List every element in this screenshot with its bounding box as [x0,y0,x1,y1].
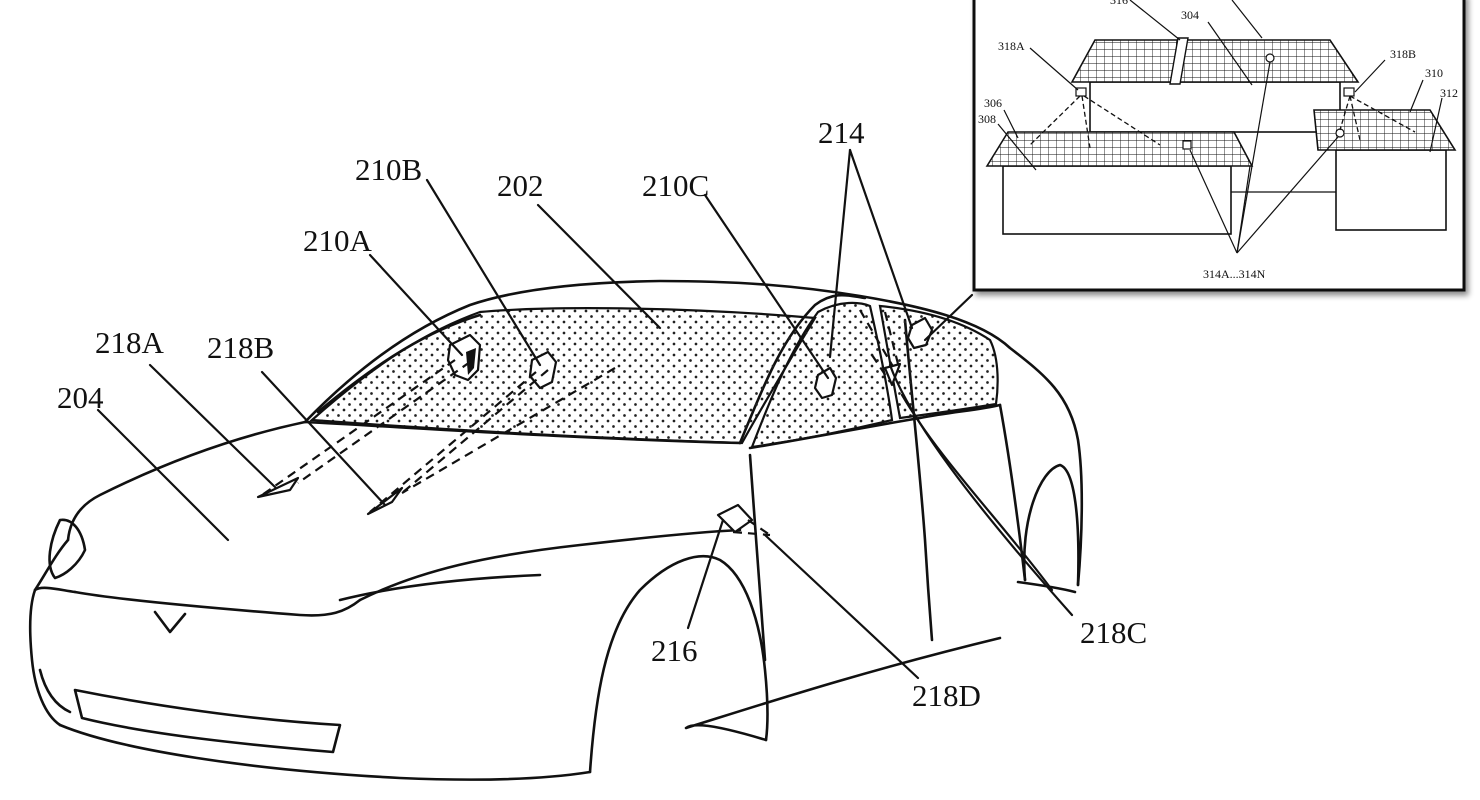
sensor-210C [813,366,838,400]
label-210B: 210B [355,152,422,187]
sensing-region-218B [366,367,616,516]
inset-label-308: 308 [978,112,996,126]
label-218C: 218C [1080,615,1147,650]
inset-label-316: 316 [1110,0,1128,7]
sensor-216 [716,503,754,534]
label-218D: 218D [912,678,981,713]
label-218A: 218A [95,325,165,360]
inset-label-318B: 318B [1390,47,1416,61]
inset-label-306: 306 [984,96,1002,110]
label-204: 204 [57,380,104,415]
inset-label-318A: 318A [998,39,1025,53]
inset-label-314: 314A...314N [1203,267,1266,281]
inset-label-304: 304 [1181,8,1199,22]
sensing-region-218C [859,309,902,387]
inset-label-310: 310 [1425,66,1443,80]
label-210C: 210C [642,168,709,203]
label-202: 202 [497,168,544,203]
reference-labels: 210B 202 210C 214 210A 218A 218B 204 216… [57,115,1147,713]
sensing-region-218A [256,359,471,499]
sensor-210A [446,333,482,382]
label-210A: 210A [303,223,373,258]
inset-label-312: 312 [1440,86,1458,100]
inset-figure: 316 304 318A 318B 310 312 306 308 314A..… [972,0,1466,292]
label-218B: 218B [207,330,274,365]
leader-lines [96,148,1074,680]
windshield-glass-202 [309,307,817,445]
label-216: 216 [651,633,698,668]
sensing-region-218D [732,519,771,537]
label-214: 214 [818,115,865,150]
